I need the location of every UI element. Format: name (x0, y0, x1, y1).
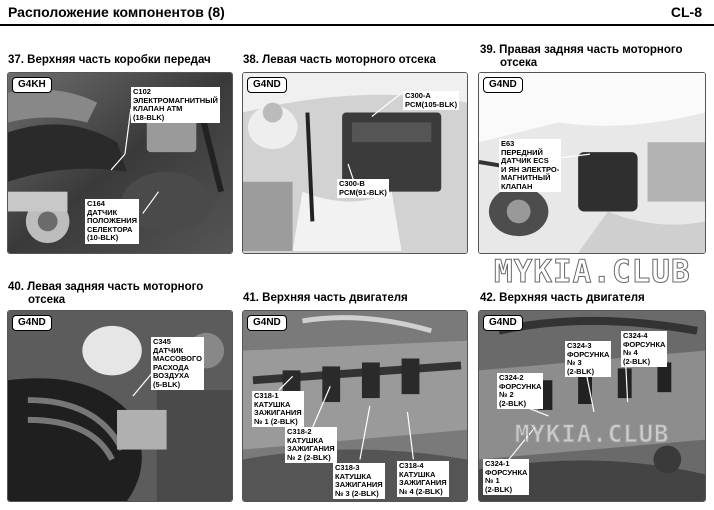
panel-39-caption: 39. Правая задняя часть моторного отсека (480, 44, 683, 69)
panel-40-caption: 40. Левая задняя часть моторного отсека (8, 281, 204, 306)
engine-tag-40: G4ND (12, 315, 52, 331)
header-divider (0, 24, 714, 26)
engine-tag-38: G4ND (247, 77, 287, 93)
watermark: MYKIA.CLUB (494, 254, 691, 291)
panel-38-caption: 38. Левая часть моторного отсека (243, 54, 436, 66)
page-code: CL-8 (670, 4, 702, 20)
panel-42-caption: 42. Верхняя часть двигателя (480, 292, 645, 304)
panel-41-caption: 41. Верхняя часть двигателя (243, 292, 408, 304)
engine-tag-42: G4ND (483, 315, 523, 331)
engine-photo-38 (243, 73, 467, 253)
engine-tag-39: G4ND (483, 77, 523, 93)
watermark-faint: MYKIA.CLUB (515, 420, 670, 449)
panel-37-caption: 37. Верхняя часть коробки передач (8, 54, 211, 66)
engine-photo-39 (479, 73, 705, 253)
engine-tag-37: G4KH (12, 77, 52, 93)
engine-photo-40 (8, 311, 232, 501)
page-header: Расположение компонентов (8) CL-8 (0, 0, 714, 27)
page-title: Расположение компонентов (8) (8, 4, 225, 20)
engine-tag-41: G4ND (247, 315, 287, 331)
